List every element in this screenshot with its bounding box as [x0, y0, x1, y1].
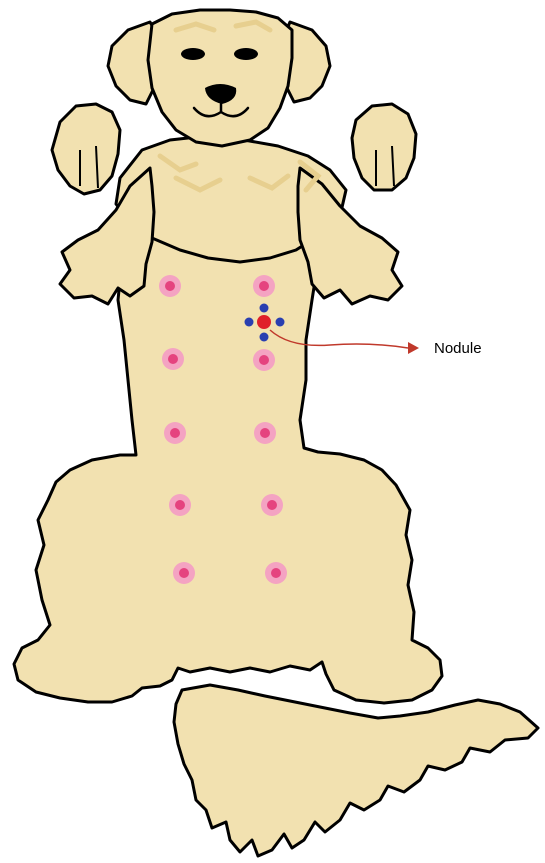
teat [254, 422, 276, 444]
dog-right-eye [234, 48, 258, 60]
palpation-dot [260, 304, 269, 313]
nodule-dot [257, 315, 271, 329]
dog-tail [174, 685, 538, 856]
palpation-dot [245, 318, 254, 327]
teat [265, 562, 287, 584]
teat [169, 494, 191, 516]
teat [253, 349, 275, 371]
teat [261, 494, 283, 516]
teat [162, 348, 184, 370]
teat [164, 422, 186, 444]
palpation-dot [276, 318, 285, 327]
teat [253, 275, 275, 297]
teat [173, 562, 195, 584]
arrow-head [408, 342, 419, 354]
dog-left-front-paw [52, 104, 120, 194]
dog-left-eye [181, 48, 205, 60]
teat [159, 275, 181, 297]
nodule-label: Nodule [434, 340, 482, 357]
dog-right-front-paw [352, 104, 416, 190]
palpation-dot [260, 333, 269, 342]
